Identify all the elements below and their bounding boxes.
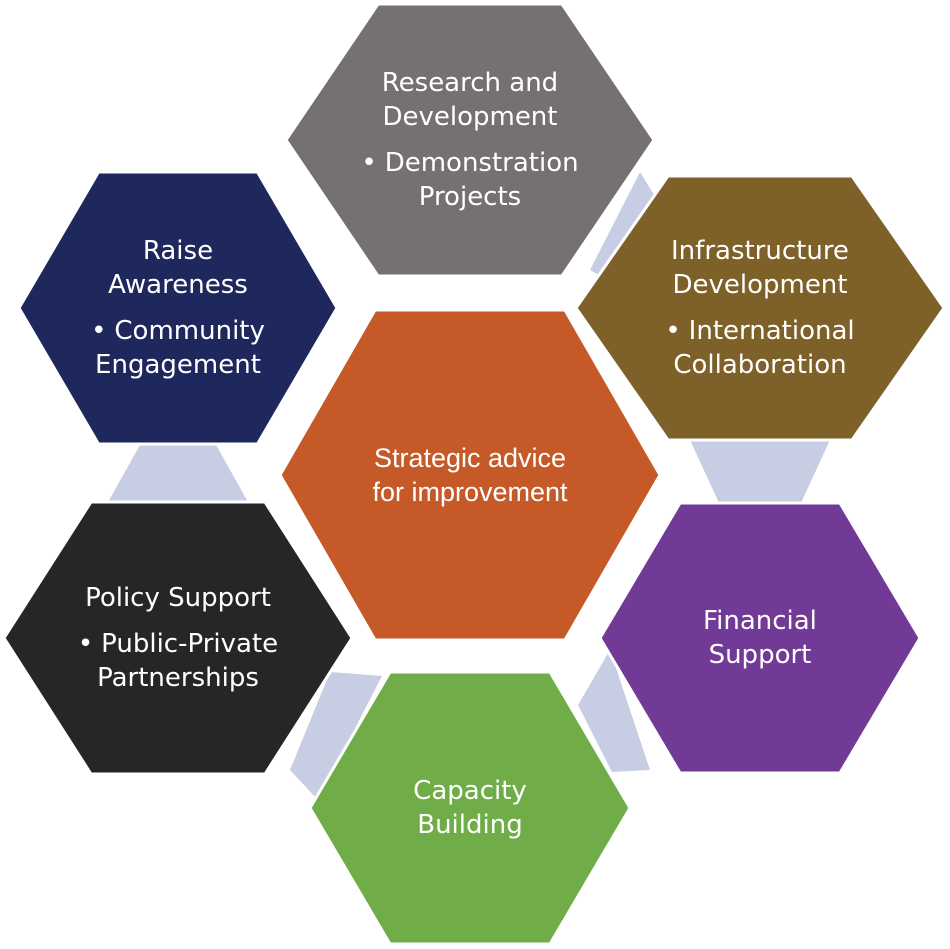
bullet-text: Public-Private Partnerships xyxy=(97,628,279,693)
bullet-text: Community Engagement xyxy=(95,315,265,380)
policy-title: Policy Support xyxy=(85,582,271,613)
hexagon-research xyxy=(284,2,656,278)
connector-financial-capacity xyxy=(578,650,650,772)
awareness-bullet-list: •Community Engagement xyxy=(91,314,265,382)
hexagon-capacity xyxy=(308,670,632,946)
bullet-text: International Collaboration xyxy=(673,315,855,380)
connector-infrastructure-financial xyxy=(690,440,830,505)
hexagon-center xyxy=(278,308,662,642)
connector-capacity-policy xyxy=(290,672,382,800)
infrastructure-label: Infrastructure Development •International… xyxy=(616,202,903,413)
center-label: Strategic advice for improvement xyxy=(322,343,618,607)
center-title: Strategic advice for improvement xyxy=(372,443,568,507)
infrastructure-bullet-list: •International Collaboration xyxy=(665,314,854,382)
connector-research-infrastructure xyxy=(590,172,662,282)
bullet-glyph: • xyxy=(361,147,377,178)
policy-bullet-list: •Public-Private Partnerships xyxy=(78,627,278,695)
bullet-item: •International Collaboration xyxy=(665,314,854,382)
bullet-item: •Demonstration Projects xyxy=(361,146,578,214)
research-bullet-list: •Demonstration Projects xyxy=(361,146,578,214)
bullet-glyph: • xyxy=(665,315,681,346)
awareness-title: Raise Awareness xyxy=(108,235,248,300)
hexagon-financial xyxy=(598,501,922,775)
bullet-glyph: • xyxy=(77,628,94,659)
research-label: Research and Development•Demonstration P… xyxy=(326,31,613,249)
capacity-title: Capacity Building xyxy=(413,775,527,840)
bullet-item: •Community Engagement xyxy=(91,314,265,382)
financial-title: Financial Support xyxy=(703,606,817,670)
financial-label: Financial Support xyxy=(635,530,885,746)
research-title: Research and Development xyxy=(381,67,559,132)
bullet-glyph: • xyxy=(91,315,107,346)
hexagon-policy xyxy=(2,500,354,776)
infrastructure-title: Infrastructure Development xyxy=(671,235,849,300)
capacity-label: Capacity Building xyxy=(345,699,595,917)
policy-label: Policy Support •Public-Private Partnershi… xyxy=(42,529,313,747)
bullet-item: •Public-Private Partnerships xyxy=(78,627,278,695)
awareness-label: Raise Awareness•Community Engagement xyxy=(54,199,302,417)
bullet-text: Demonstration Projects xyxy=(384,147,579,212)
hexagon-infrastructure xyxy=(574,174,946,442)
hexagon-awareness xyxy=(17,170,339,446)
connector-policy-awareness xyxy=(108,445,248,502)
